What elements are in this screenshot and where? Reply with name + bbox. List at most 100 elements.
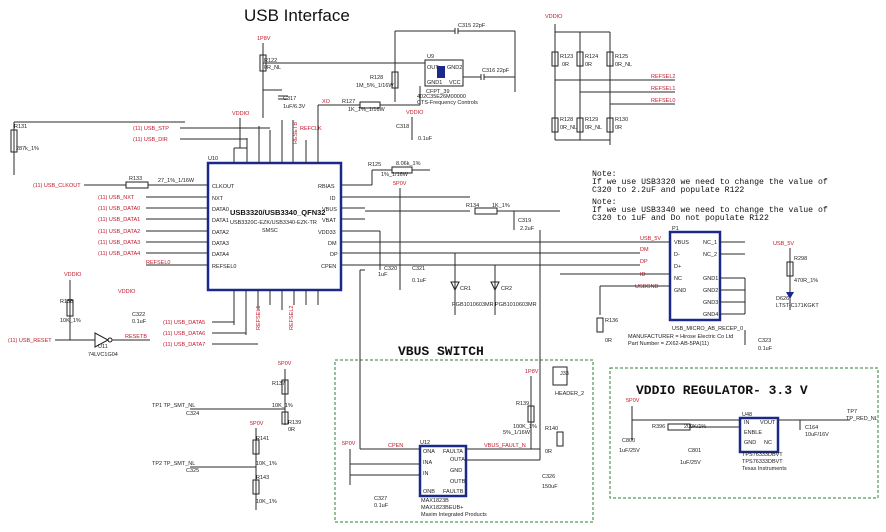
svg-text:C321: C321 [412, 266, 425, 272]
svg-text:ENBLE: ENBLE [744, 430, 762, 436]
svg-text:402C35E26M00000: 402C35E26M00000 [417, 94, 466, 100]
svg-text:8.06k_1%: 8.06k_1% [396, 161, 421, 167]
svg-text:PGB1010603MR: PGB1010603MR [452, 302, 494, 308]
svg-text:PGB1010603MR: PGB1010603MR [495, 302, 537, 308]
svg-text:C317: C317 [283, 96, 296, 102]
u10-top-pins [233, 105, 319, 163]
svg-text:0R_NL: 0R_NL [264, 65, 281, 71]
net-refsel2-bottom: REFSEL2 [289, 306, 295, 330]
note-1-line2: C320 to 2.2uF and populate R122 [592, 185, 744, 195]
svg-text:0.1uF: 0.1uF [132, 319, 147, 325]
svg-text:DATA3: DATA3 [212, 241, 229, 247]
net-5p0v-r141: 5P0V [250, 421, 264, 427]
svg-text:10K_1%: 10K_1% [60, 318, 81, 324]
svg-text:CR2: CR2 [501, 286, 512, 292]
svg-text:R128: R128 [560, 117, 573, 123]
net-vddio-c322: VDDIO [118, 289, 136, 295]
svg-text:R127: R127 [342, 99, 355, 105]
r133-resistor [125, 181, 149, 189]
svg-text:0.1uF: 0.1uF [418, 136, 433, 142]
net-xo: XO [322, 99, 331, 105]
svg-text:R128: R128 [370, 75, 383, 81]
svg-text:GND2: GND2 [703, 288, 718, 294]
svg-text:MAX1823B: MAX1823B [421, 498, 449, 504]
svg-text:0R: 0R [545, 449, 552, 455]
svg-text:C318: C318 [396, 124, 409, 130]
note-1-head: Note: [592, 170, 617, 179]
svg-text:R123: R123 [560, 54, 573, 60]
net-usb-data4: (11) USB_DATA4 [98, 251, 140, 257]
svg-text:R298: R298 [794, 256, 807, 262]
svg-text:TP7: TP7 [847, 409, 857, 415]
net-refsel0-bank: REFSEL0 [651, 98, 675, 104]
net-usb-data2: (11) USB_DATA2 [98, 229, 140, 235]
svg-text:2.2uF: 2.2uF [520, 226, 535, 232]
svg-text:MANUFACTURER = Hirose Electric: MANUFACTURER = Hirose Electric Co Ltd [628, 334, 733, 340]
u10-bottom-pins [233, 290, 319, 335]
svg-text:1uF: 1uF [378, 272, 388, 278]
svg-text:VCC: VCC [449, 80, 461, 86]
svg-text:GND1: GND1 [427, 80, 442, 86]
r131-resistor [10, 129, 18, 153]
svg-text:D626: D626 [776, 296, 789, 302]
usb-connector-p1 [668, 230, 722, 322]
svg-text:GND: GND [674, 288, 686, 294]
svg-text:NXT: NXT [212, 196, 224, 202]
tp1-label: TP1 TP_SMT_NL [152, 403, 195, 409]
u10-name: USB3320/USB3340_QFN32 [230, 208, 325, 217]
svg-text:VBAT: VBAT [322, 218, 337, 224]
svg-text:287k_1%: 287k_1% [16, 146, 39, 152]
svg-text:C801: C801 [688, 448, 701, 454]
net-1p8v-top: 1P8V [257, 36, 271, 42]
svg-text:1%_1/16W: 1%_1/16W [381, 172, 409, 178]
svg-text:INA: INA [423, 460, 433, 466]
svg-text:1uF/25V: 1uF/25V [680, 460, 701, 466]
svg-text:OUTB: OUTB [450, 479, 466, 485]
net-usb-data6: (11) USB_DATA6 [163, 331, 205, 337]
svg-text:R133: R133 [129, 176, 142, 182]
svg-text:VBUS: VBUS [322, 207, 337, 213]
net-id: ID [640, 272, 646, 278]
svg-text:R124: R124 [585, 54, 598, 60]
svg-text:0.1uF: 0.1uF [412, 278, 427, 284]
net-5p0v-a: 5P0V [393, 181, 407, 187]
net-usb-reset: (11) USB_RESET [8, 338, 52, 344]
svg-text:0R_NL: 0R_NL [615, 62, 632, 68]
u10-right-pins: RBIAS ID VBUS VBAT VDD33 DM DP CPEN [318, 184, 365, 270]
u10-ref: U10 [208, 156, 218, 162]
svg-text:R138: R138 [60, 299, 73, 305]
vbus-switch-title: VBUS SWITCH [398, 344, 484, 359]
svg-text:C325: C325 [186, 468, 199, 474]
regulator-section [609, 367, 879, 499]
svg-text:ONB: ONB [423, 489, 435, 495]
svg-text:VOUT: VOUT [760, 420, 776, 426]
net-usb-data1: (11) USB_DATA1 [98, 217, 140, 223]
svg-text:IN: IN [423, 471, 429, 477]
u10-left-pins: CLKOUT NXT DATA0 DATA1 DATA2 DATA3 DATA4… [185, 184, 236, 270]
svg-text:R122: R122 [264, 58, 277, 64]
svg-text:TPS76333DBVT: TPS76333DBVT [742, 459, 783, 465]
net-refclk: REFCLK [300, 126, 322, 132]
svg-text:Texas Instruments: Texas Instruments [742, 466, 787, 472]
regulator-title: VDDIO REGULATOR- 3.3 V [636, 383, 808, 398]
note-2-line2: C320 to 1uF and Do not populate R122 [592, 213, 769, 223]
svg-text:5%_1/16W: 5%_1/16W [503, 430, 531, 436]
svg-text:U48: U48 [742, 412, 752, 418]
svg-text:R396: R396 [652, 424, 665, 430]
svg-text:DATA2: DATA2 [212, 230, 229, 236]
svg-text:R125: R125 [615, 54, 628, 60]
svg-text:R139: R139 [288, 420, 301, 426]
crystal-u9 [424, 59, 464, 87]
svg-text:NC_2: NC_2 [703, 252, 717, 258]
svg-text:GND3: GND3 [703, 300, 718, 306]
svg-text:0R: 0R [288, 427, 295, 433]
svg-text:GND2: GND2 [447, 65, 462, 71]
svg-text:R134: R134 [466, 203, 479, 209]
net-refsel2-bank: REFSEL2 [651, 74, 675, 80]
svg-text:R131: R131 [14, 124, 27, 130]
net-5p0v-vbus: 5P0V [342, 441, 356, 447]
svg-text:100K_1%: 100K_1% [513, 424, 537, 430]
svg-text:U9: U9 [427, 54, 434, 60]
svg-text:NC: NC [764, 440, 772, 446]
